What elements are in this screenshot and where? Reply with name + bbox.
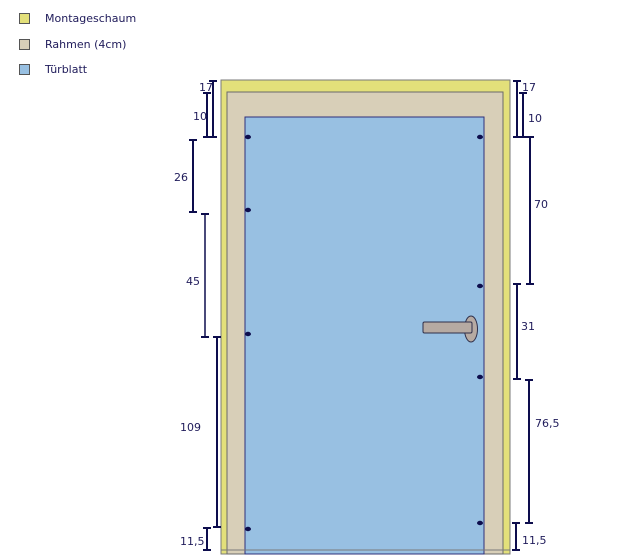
legend-item-montageschaum: Montageschaum <box>19 10 136 26</box>
tuerblatt-swatch-icon <box>19 63 30 75</box>
dimension-label-left-109: 109 <box>180 421 201 434</box>
dimension-label-right-10: 10 <box>528 112 542 125</box>
fixing-dot-icon <box>245 134 251 140</box>
fixing-dot-icon <box>477 520 483 526</box>
montageschaum-swatch-icon <box>19 12 30 24</box>
dimension-label-right-70: 70 <box>534 198 548 211</box>
right-dimension-lines <box>512 80 534 551</box>
door-leaf <box>244 116 485 555</box>
fixing-dot-icon <box>477 283 483 289</box>
fixing-dot-icon <box>477 374 483 380</box>
dimension-label-left-10: 10 <box>193 110 207 123</box>
dimension-label-right-31: 31 <box>521 320 535 333</box>
dimension-label-left-45: 45 <box>186 275 200 288</box>
legend-label: Montageschaum <box>45 11 137 25</box>
left-fixing-points <box>245 134 251 532</box>
legend-label: Rahmen (4cm) <box>45 37 127 51</box>
dimension-label-left-11-5: 11,5 <box>180 535 205 548</box>
dimension-label-right-11-5: 11,5 <box>522 534 547 547</box>
dimension-label-left-17: 17 <box>199 81 213 94</box>
fixing-dot-icon <box>245 526 251 532</box>
door-handle-icon <box>422 315 478 343</box>
legend-item-rahmen: Rahmen (4cm) <box>19 36 126 52</box>
dimension-label-left-26: 26 <box>174 171 188 184</box>
fixing-dot-icon <box>245 331 251 337</box>
right-fixing-points <box>477 134 483 526</box>
legend-item-tuerblatt: Türblatt <box>19 61 87 77</box>
rahmen-swatch-icon <box>19 38 30 50</box>
fixing-dot-icon <box>477 134 483 140</box>
fixing-dot-icon <box>245 207 251 213</box>
dimension-label-right-76-5: 76,5 <box>535 417 560 430</box>
legend-label: Türblatt <box>45 62 88 76</box>
left-dimension-lines <box>189 80 221 551</box>
dimension-label-right-17: 17 <box>522 81 536 94</box>
